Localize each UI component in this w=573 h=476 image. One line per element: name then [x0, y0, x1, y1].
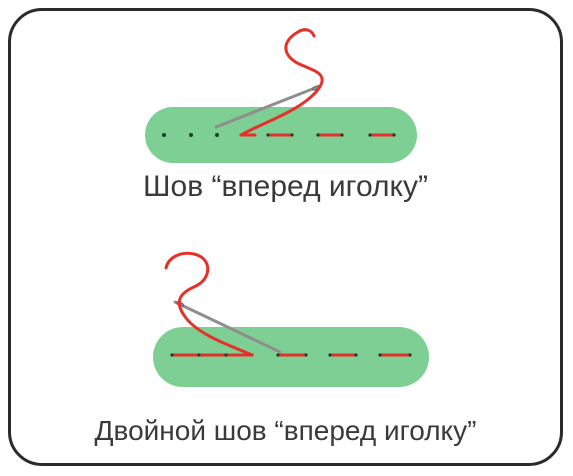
running-stitch-caption: Шов “вперед иголку”: [143, 170, 428, 203]
fabric-strip: [153, 327, 429, 387]
thread-icon: [239, 28, 324, 137]
stitch-dots: [162, 133, 219, 137]
rounded-frame: [8, 8, 563, 466]
thread-icon: [164, 251, 254, 357]
double-running-stitch-caption: Двойной шов “вперед иголку”: [94, 415, 477, 446]
running-stitch-illustration: [145, 28, 417, 163]
double-running-stitch-illustration: [153, 251, 429, 387]
